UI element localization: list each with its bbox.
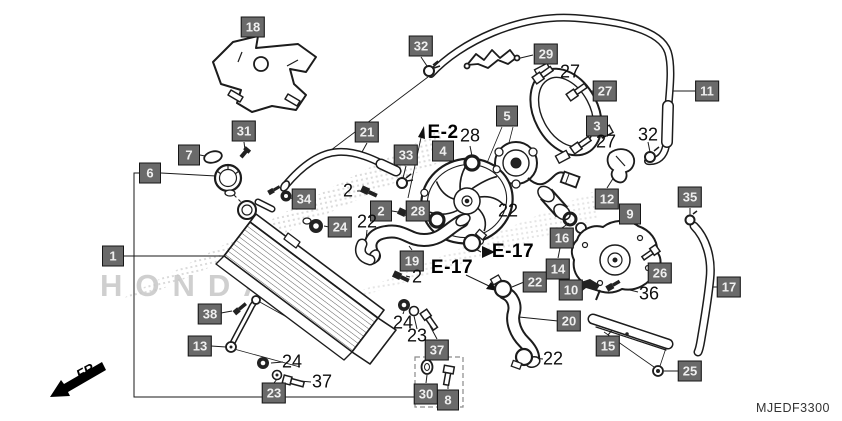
callout-plain-36: 36 xyxy=(638,283,660,304)
callout-boxed-29: 29 xyxy=(533,43,559,65)
mount-grommet-28-upper xyxy=(463,154,481,172)
callout-boxed-14: 14 xyxy=(545,258,571,280)
section-ref-E-2: E-2 xyxy=(427,122,459,143)
callout-boxed-30: 30 xyxy=(413,383,439,405)
callout-plain-23: 23 xyxy=(406,325,428,346)
callout-boxed-11: 11 xyxy=(695,80,719,102)
callout-plain-27: 27 xyxy=(595,131,617,152)
callout-boxed-9: 9 xyxy=(619,203,641,225)
callout-boxed-4: 4 xyxy=(432,140,454,162)
guard-bolt-25 xyxy=(652,365,664,377)
callout-boxed-20: 20 xyxy=(556,310,582,332)
mount-cluster-right xyxy=(398,299,439,332)
callout-boxed-16: 16 xyxy=(549,227,575,249)
callout-plain-27: 27 xyxy=(559,61,581,82)
callout-boxed-6: 6 xyxy=(139,162,161,184)
callout-boxed-15: 15 xyxy=(595,335,621,357)
radiator-cap xyxy=(213,163,243,197)
callout-boxed-7: 7 xyxy=(178,144,200,166)
cap-seal xyxy=(203,150,223,164)
callout-boxed-31: 31 xyxy=(231,120,257,142)
callout-boxed-37: 37 xyxy=(424,339,450,361)
drain-hose-17 xyxy=(689,221,715,357)
callout-boxed-10: 10 xyxy=(558,279,584,301)
callout-boxed-38: 38 xyxy=(197,303,223,325)
callout-boxed-17: 17 xyxy=(716,276,742,298)
hose-clamp-35 xyxy=(684,210,698,226)
callout-boxed-22: 22 xyxy=(522,271,548,293)
callout-boxed-24: 24 xyxy=(327,216,353,238)
fr-direction-arrow xyxy=(50,362,106,397)
joint-pipe-22 xyxy=(354,238,376,266)
callout-boxed-26: 26 xyxy=(647,262,673,284)
drain-bolt-8 xyxy=(442,364,456,387)
hose-clamp-22-a xyxy=(462,228,488,253)
callout-boxed-33: 33 xyxy=(393,144,419,166)
bracket-part xyxy=(212,35,317,113)
callout-boxed-35: 35 xyxy=(677,186,703,208)
hose-clamp-22-c xyxy=(510,347,534,371)
hose-clamp-22-b xyxy=(489,274,513,299)
callout-boxed-18: 18 xyxy=(240,16,266,38)
kit-box xyxy=(414,356,464,408)
section-ref-E-17: E-17 xyxy=(430,257,474,278)
pump-bolt-26 xyxy=(640,243,662,261)
callout-plain-2: 2 xyxy=(411,266,423,287)
callout-plain-24: 24 xyxy=(281,351,303,372)
callout-boxed-8: 8 xyxy=(437,389,459,411)
harness-clip-12 xyxy=(606,148,636,184)
siphon-hose xyxy=(427,13,675,166)
mount-bushing-24-upper xyxy=(302,217,323,233)
hose-clamp-33 xyxy=(396,173,414,189)
callout-boxed-21: 21 xyxy=(354,121,380,143)
callout-plain-28: 28 xyxy=(459,125,481,146)
callout-plain-2: 2 xyxy=(342,180,354,201)
pipe-stay-10 xyxy=(578,279,600,292)
water-pump xyxy=(570,219,662,301)
callout-boxed-5: 5 xyxy=(496,105,518,127)
mount-grommet-34 xyxy=(267,185,292,202)
wire-clip xyxy=(463,49,521,70)
callout-boxed-1: 1 xyxy=(102,245,124,267)
callout-boxed-25: 25 xyxy=(677,360,703,382)
radiator-stay xyxy=(225,295,261,353)
callout-plain-22: 22 xyxy=(356,211,378,232)
callout-plain-32: 32 xyxy=(637,124,659,145)
callout-boxed-19: 19 xyxy=(399,250,425,272)
callout-boxed-12: 12 xyxy=(594,188,620,210)
callout-boxed-13: 13 xyxy=(187,335,213,357)
callout-boxed-3: 3 xyxy=(586,115,608,137)
callout-boxed-27: 27 xyxy=(592,80,618,102)
stay-bolt-36 xyxy=(605,279,621,292)
callout-boxed-28: 28 xyxy=(405,200,431,222)
callout-plain-22: 22 xyxy=(497,200,519,221)
section-ref-E-17: E-17 xyxy=(491,241,535,262)
stay-bolt-38 xyxy=(232,302,247,316)
mount-cluster-left xyxy=(257,357,306,388)
cap-screw xyxy=(239,146,252,159)
callout-boxed-23: 23 xyxy=(261,382,287,404)
diagram-code: MJEDF3300 xyxy=(756,401,830,415)
callout-plain-24: 24 xyxy=(392,312,414,333)
callout-plain-22: 22 xyxy=(542,348,564,369)
callout-boxed-2: 2 xyxy=(370,200,392,222)
callout-plain-37: 37 xyxy=(311,371,333,392)
hose-clamp-32-top xyxy=(423,60,441,77)
upper-radiator-hose xyxy=(279,147,402,192)
callout-boxed-34: 34 xyxy=(291,188,317,210)
hose-clamp-32-bottom xyxy=(644,146,660,163)
heat-guard-15 xyxy=(587,313,674,351)
shroud-bolts xyxy=(531,65,593,155)
callout-boxed-32: 32 xyxy=(408,35,434,57)
fan-motor xyxy=(494,141,581,189)
radiator xyxy=(215,198,397,365)
